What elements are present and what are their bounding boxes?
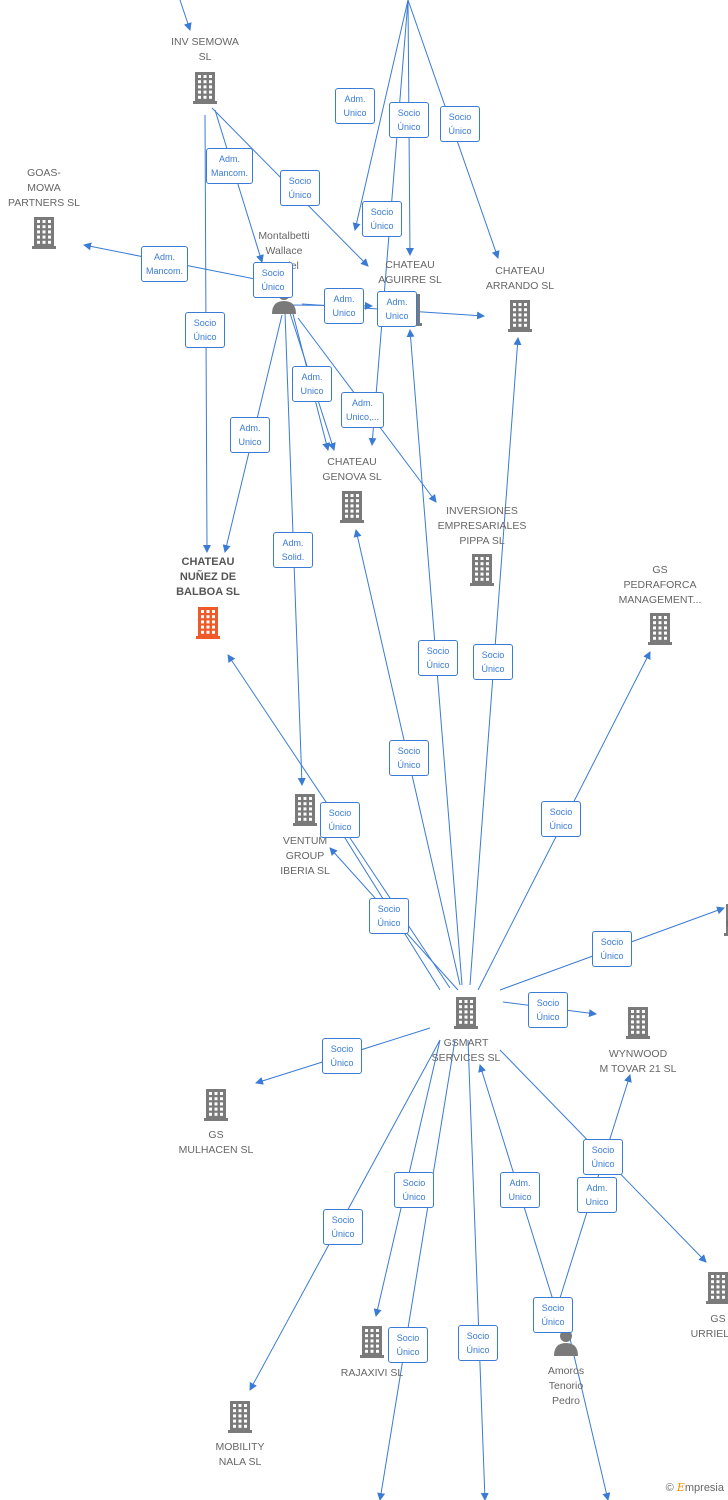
edge-label[interactable]: Socio Único [473, 644, 513, 680]
building-icon[interactable] [648, 613, 672, 645]
node-label-wynwood[interactable]: WYNWOOD M TOVAR 21 SL [599, 1048, 677, 1075]
person-icon[interactable] [552, 1328, 580, 1356]
edge-label[interactable]: Adm. Mancom. [141, 246, 189, 282]
edge-label[interactable]: Adm. Mancom. [206, 148, 254, 184]
building-icon[interactable] [508, 300, 532, 332]
edge-label[interactable]: Socio Único [541, 801, 581, 837]
node-label-mulhacen[interactable]: GS MULHACEN SL [178, 1129, 254, 1156]
edge-label[interactable]: Socio Único [583, 1139, 623, 1175]
edge-label[interactable]: Socio Único [323, 1209, 363, 1245]
edge-label[interactable]: Adm. Unico [324, 288, 364, 324]
building-icon[interactable] [724, 904, 728, 936]
edge-line [377, 1039, 456, 1500]
node-label-ventum[interactable]: VENTUM GROUP IBERIA SL [280, 835, 330, 877]
node-label-mont[interactable]: Montalbetti Wallace Daniel [258, 230, 310, 272]
edge-label[interactable]: Adm. Unico [292, 366, 332, 402]
building-icon[interactable] [360, 1326, 384, 1358]
edge-label[interactable]: Adm. Unico [377, 291, 417, 327]
building-icon[interactable] [626, 1007, 650, 1039]
building-icon[interactable] [706, 1272, 728, 1304]
edge-label[interactable]: Adm. Unico [500, 1172, 540, 1208]
edge-label[interactable]: Socio Único [592, 931, 632, 967]
edge-line [179, 0, 192, 31]
edge-label[interactable]: Socio Único [388, 1327, 428, 1363]
edge-line [467, 1039, 489, 1500]
node-label-gright[interactable]: G [675, 917, 728, 932]
node-label-genova[interactable]: CHATEAU GENOVA SL [322, 456, 382, 483]
building-icon[interactable] [340, 491, 364, 523]
edge-label[interactable]: Adm. Unico,... [341, 392, 385, 428]
node-label-gsmart[interactable]: GSMART SERVICES SL [431, 1037, 501, 1064]
edge-label[interactable]: Socio Único [320, 802, 360, 838]
edge-line [567, 1329, 611, 1500]
edge-label[interactable]: Socio Único [533, 1297, 573, 1333]
copyright: © Empresia [666, 1481, 724, 1494]
edge-label[interactable]: Socio Único [362, 201, 402, 237]
edge-label[interactable]: Socio Único [389, 740, 429, 776]
edge-label[interactable]: Adm. Solid. [273, 532, 313, 568]
building-icon[interactable] [196, 607, 220, 639]
node-label-inv[interactable]: INV SEMOWA SL [171, 36, 239, 63]
edge-label[interactable]: Socio Único [418, 640, 458, 676]
edge-label[interactable]: Socio Único [389, 102, 429, 138]
node-label-goas[interactable]: GOAS- MOWA PARTNERS SL [8, 167, 80, 209]
node-label-urriel[interactable]: GS URRIELU... [690, 1313, 728, 1340]
node-label-aguirre[interactable]: CHATEAU AGUIRRE SL [378, 259, 442, 286]
brand-name: mpresia [684, 1482, 724, 1494]
edge-label[interactable]: Socio Único [458, 1325, 498, 1361]
building-icon[interactable] [228, 1401, 252, 1433]
copyright-symbol: © [665, 1482, 674, 1494]
building-icon[interactable] [32, 217, 56, 249]
node-label-amoros[interactable]: Amoros Tenorio Pedro [547, 1365, 585, 1407]
building-icon[interactable] [193, 72, 217, 104]
edge-label[interactable]: Adm. Unico [335, 88, 375, 124]
edge-label[interactable]: Socio Único [369, 898, 409, 934]
building-icon[interactable] [204, 1089, 228, 1121]
edge-label[interactable]: Socio Único [280, 170, 320, 206]
node-label-pippa[interactable]: INVERSIONES EMPRESARIALES PIPPA SL [437, 505, 527, 547]
building-icon[interactable] [470, 554, 494, 586]
edge-line [352, 0, 409, 231]
node-label-arrando[interactable]: CHATEAU ARRANDO SL [485, 265, 555, 292]
edge-label[interactable]: Adm. Unico [577, 1177, 617, 1213]
brand-initial: E [676, 1481, 685, 1494]
edge-label[interactable]: Socio Único [185, 312, 225, 348]
edge-label[interactable]: Socio Único [528, 992, 568, 1028]
edge-label[interactable]: Adm. Unico [230, 417, 270, 453]
building-icon[interactable] [454, 997, 478, 1029]
edge-label[interactable]: Socio Único [394, 1172, 434, 1208]
node-label-pedra[interactable]: GS PEDRAFORCA MANAGEMENT... [618, 564, 702, 606]
edge-label[interactable]: Socio Único [253, 262, 293, 298]
node-label-mobility[interactable]: MOBILITY NALA SL [215, 1441, 265, 1468]
edge-label[interactable]: Socio Único [322, 1038, 362, 1074]
edge-label[interactable]: Socio Único [440, 106, 480, 142]
building-icon[interactable] [293, 794, 317, 826]
edge-line [214, 109, 264, 263]
node-label-nunez[interactable]: CHATEAU NUÑEZ DE BALBOA SL [176, 556, 240, 598]
node-label-rajaxivi[interactable]: RAJAXIVI SL [340, 1367, 404, 1379]
